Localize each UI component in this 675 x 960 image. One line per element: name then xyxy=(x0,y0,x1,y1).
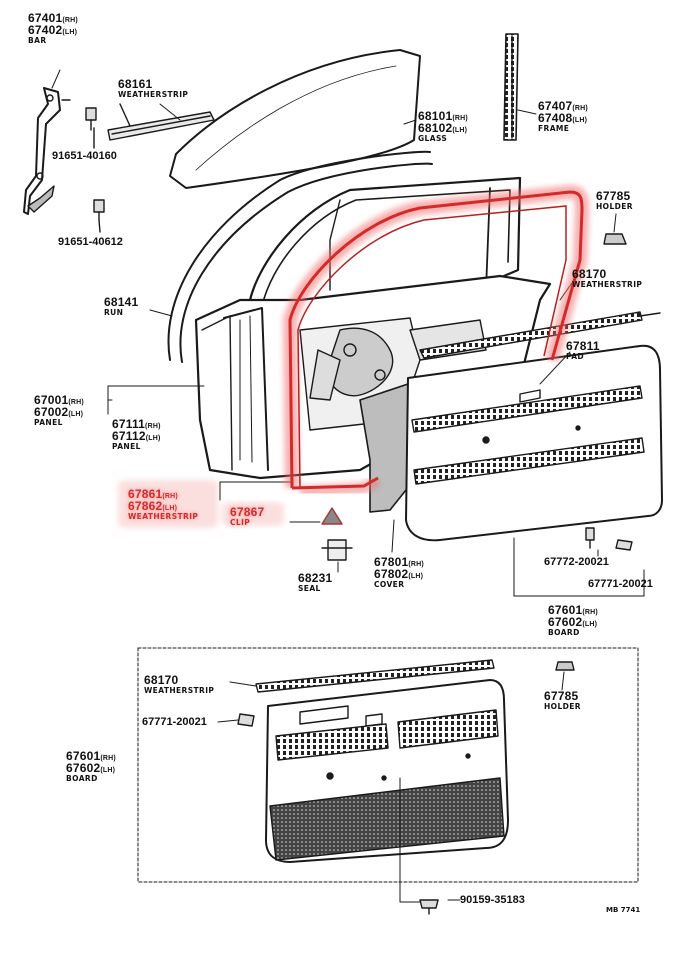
label-68231: 68231 SEAL xyxy=(298,571,333,593)
label-67785-upper: 67785 HOLDER xyxy=(596,189,633,211)
label-91651-40612: 91651-40612 xyxy=(58,236,123,248)
label-67785-lower: 67785 HOLDER xyxy=(544,689,581,711)
leader-lines-lower xyxy=(217,671,565,903)
label-67772-20021: 67772-20021 xyxy=(544,556,609,568)
figure-code: MB 7741 xyxy=(606,906,641,914)
label-68141: 68141 RUN xyxy=(104,295,139,317)
label-68101: 68101(RH) 68102(LH) GLASS xyxy=(418,109,468,143)
label-90159-35183: 90159-35183 xyxy=(460,894,525,906)
label-68170-upper: 68170 WEATHERSTRIP xyxy=(572,267,643,289)
door-board-part xyxy=(405,344,663,542)
screw-inset-part xyxy=(237,713,255,727)
label-67801: 67801(RH) 67802(LH) COVER xyxy=(374,555,424,589)
door-frame-channel-part xyxy=(503,33,519,141)
holder-clip-part-lower xyxy=(555,661,575,671)
label-67771-20021-upper: 67771-20021 xyxy=(588,578,653,590)
label-67401: 67401(RH) 67402(LH) BAR xyxy=(28,11,78,45)
fastener-90159-part xyxy=(419,899,439,915)
seal-part xyxy=(321,539,353,561)
label-68161: 68161 WEATHERSTRIP xyxy=(118,77,189,99)
label-67111: 67111(RH) 67112(LH) PANEL xyxy=(112,417,161,451)
inset-frame xyxy=(137,647,639,883)
bolt-part-lower xyxy=(93,199,105,233)
label-67811: 67811 PAD xyxy=(566,339,600,361)
label-67771-20021-lower: 67771-20021 xyxy=(142,716,207,728)
regulator-bar-part xyxy=(23,87,71,215)
label-67601-lower: 67601(RH) 67602(LH) BOARD xyxy=(66,749,116,783)
label-67601-upper: 67601(RH) 67602(LH) BOARD xyxy=(548,603,598,637)
label-67001: 67001(RH) 67002(LH) PANEL xyxy=(34,393,84,427)
highlighted-door-weatherstrip xyxy=(118,184,590,528)
holder-clip-part-upper xyxy=(603,233,627,245)
inset-board-part xyxy=(255,659,509,863)
door-glass-part xyxy=(169,49,421,189)
weatherstrip-68161-part xyxy=(107,103,215,141)
label-67407: 67407(RH) 67408(LH) FRAME xyxy=(538,99,588,133)
bolt-part-upper xyxy=(85,107,97,149)
label-68170-lower: 68170 WEATHERSTRIP xyxy=(144,673,215,695)
label-67861-highlighted: 67861(RH) 67862(LH) WEATHERSTRIP xyxy=(128,487,199,521)
screw-67772-part xyxy=(585,527,595,549)
label-67867-highlighted: 67867 CLIP xyxy=(230,505,265,527)
clip-67867-part xyxy=(321,507,343,525)
glass-run-part xyxy=(167,150,433,363)
leader-lines-upper xyxy=(51,69,645,597)
screw-67771-part xyxy=(615,539,633,551)
label-91651-40160: 91651-40160 xyxy=(52,150,117,162)
